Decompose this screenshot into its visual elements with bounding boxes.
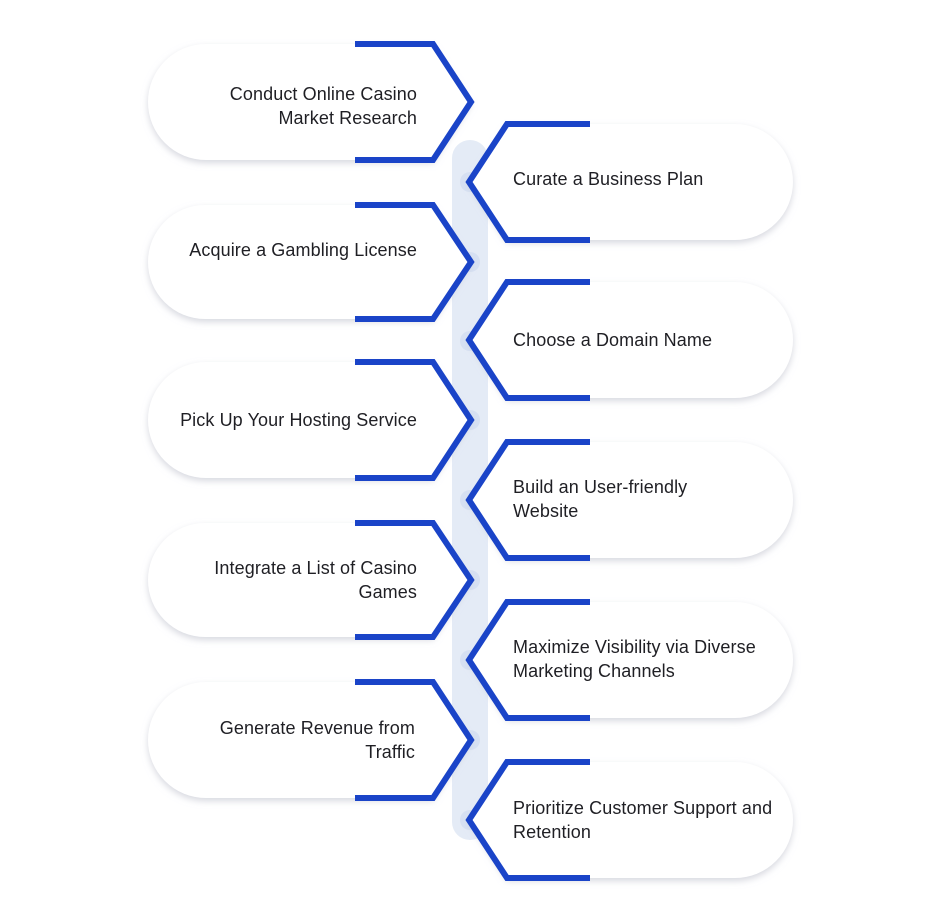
step-2-card (469, 124, 793, 240)
step-2-label: Curate a Business Plan (513, 169, 704, 189)
step-7-card (148, 523, 471, 637)
step-10-chevron (465, 759, 590, 881)
card-layer (148, 44, 793, 878)
step-2-chevron (465, 121, 590, 243)
step-4-card (469, 282, 793, 398)
step-1-label: Conduct Online Casino Market Research (229, 84, 417, 128)
step-4-label: Choose a Domain Name (513, 330, 713, 350)
step-6-card (469, 442, 793, 558)
step-9-label: Generate Revenue from Traffic (219, 718, 415, 762)
step-1-chevron (355, 41, 475, 163)
chevron-layer (355, 41, 590, 881)
step-5-label: Pick Up Your Hosting Service (180, 410, 417, 430)
step-8-label: Maximize Visibility via Diverse Marketin… (513, 637, 756, 681)
step-10-label: Prioritize Customer Support and Retentio… (513, 798, 773, 842)
step-10-card (469, 762, 793, 878)
step-8-card (469, 602, 793, 718)
step-1-card (148, 44, 471, 160)
step-9-card (148, 682, 471, 798)
step-6-label: Build an User-friendly Website (513, 477, 688, 521)
step-5-chevron (355, 359, 475, 481)
step-4-chevron (465, 279, 590, 401)
step-7-chevron (355, 520, 475, 640)
step-9-chevron (355, 679, 475, 801)
step-8-chevron (465, 599, 590, 721)
step-3-label: Acquire a Gambling License (189, 240, 417, 260)
step-7-label: Integrate a List of Casino Games (214, 558, 417, 602)
step-3-card (148, 205, 471, 319)
step-3-chevron (355, 202, 475, 322)
step-5-card (148, 362, 471, 478)
step-6-chevron (465, 439, 590, 561)
